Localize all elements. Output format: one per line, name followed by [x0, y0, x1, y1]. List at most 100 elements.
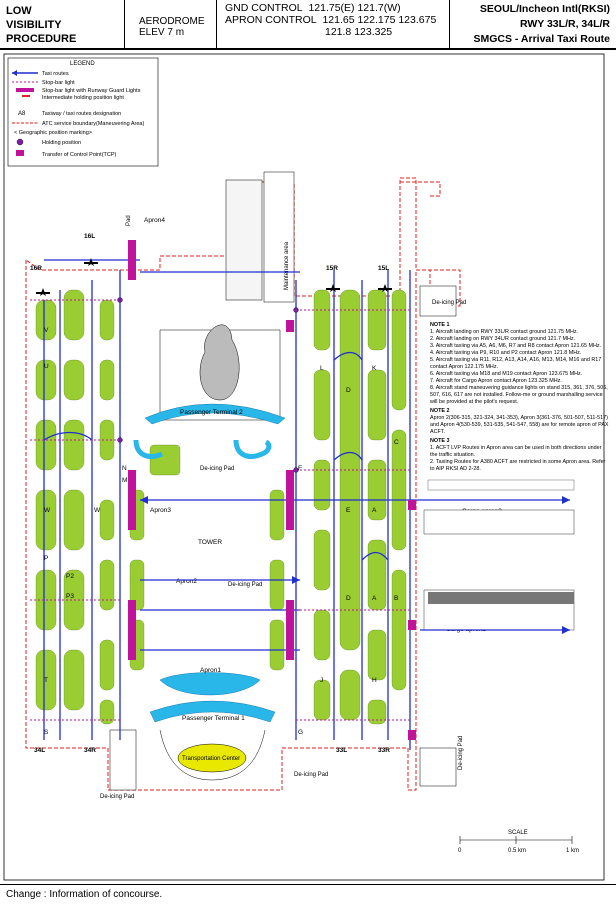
legend-holding-position: Holding position — [42, 140, 81, 146]
gnd-freqs: 121.75(E) 121.7(W) — [308, 2, 401, 14]
deicing-pad-se-label: De-icing Pad — [458, 736, 464, 770]
legend-stop-bar: Stop-bar light — [42, 80, 75, 86]
taxiway-designators: V U W W P P2 P3 T S N M F G L K J H C D … — [44, 327, 399, 736]
legend: LEGEND Taxi routes Stop-bar light Stop-b… — [7, 57, 159, 167]
twy-w2-label: W — [94, 507, 101, 514]
legend-taxi-routes: Taxi routes — [42, 71, 69, 77]
chart-identification: SEOUL/Incheon Intl(RKSI) RWY 33L/R, 34L/… — [450, 0, 616, 48]
twy-a-label: A — [372, 507, 377, 514]
procedure-line-2: VISIBILITY — [6, 19, 62, 31]
note3-item: 1. ACFT LVP Routes in Apron area can be … — [430, 445, 602, 458]
legend-title: LEGEND — [70, 61, 95, 67]
rwy-16r-label: 16R — [30, 265, 42, 272]
rwy-15l-label: 15L — [378, 265, 389, 272]
twy-g-label: G — [298, 729, 303, 736]
chart-header: LOW VISIBILITY PROCEDURE AERODROME ELEV … — [0, 0, 616, 50]
note1-item: 8. Aircraft stand maneuvering guidance l… — [430, 385, 608, 405]
note1-item: 4. Aircraft taxiing via P9, R10 and P2 c… — [430, 350, 582, 356]
tower-label: TOWER — [198, 539, 222, 546]
apron2-label: Apron2 — [176, 578, 197, 585]
tcp-markers — [128, 240, 416, 740]
note1-item: 6. Aircraft taxiing via M18 and M19 cont… — [430, 371, 583, 377]
twy-p-label: P — [44, 555, 48, 562]
twy-h-label: H — [372, 677, 377, 684]
legend-designation: Taxiway / taxi routes designation — [42, 111, 121, 117]
deicing-pad-ne — [419, 285, 457, 317]
change-note: Change : Information of concourse. — [6, 889, 163, 900]
terminal2-wing — [233, 439, 272, 459]
twy-w-label: W — [44, 507, 51, 514]
deicing-pad-se — [419, 747, 457, 787]
apron-freqs-2: 121.8 123.325 — [325, 26, 393, 38]
grass-areas-east — [313, 289, 407, 725]
twy-k-label: K — [372, 365, 377, 372]
twy-f-label: F — [298, 465, 302, 472]
header-divider — [0, 48, 616, 50]
route-arrows — [140, 496, 570, 634]
apron-label: APRON CONTROL — [225, 14, 317, 26]
twy-m-label: M — [122, 477, 127, 484]
notes-panel: NOTE 1 1. Aircraft landing on RWY 33L/R … — [430, 322, 610, 473]
runway-list: RWY 33L/R, 34L/R — [519, 18, 610, 30]
footer-divider — [0, 884, 616, 885]
deicing-pad-t2-label: De-icing Pad — [200, 466, 234, 472]
twy-l-label: L — [320, 365, 324, 372]
terminal1-concourse — [149, 700, 276, 723]
scale-tick-half: 0.5 km — [508, 848, 526, 854]
note1-item: 5. Aircraft taxiing via R11, R12, A13, A… — [430, 357, 602, 370]
apron3-label: Apron3 — [150, 507, 171, 514]
legend-designation-sample: A8 — [18, 111, 26, 117]
rwy-34l-label: 34L — [34, 747, 45, 754]
procedure-line-3: PROCEDURE — [6, 33, 77, 45]
transport-center-label: Transportation Center — [182, 756, 240, 762]
runway-designators: 16R 16L 15R 15L 34L 34R 33L 33R — [30, 233, 390, 754]
legend-stop-bar-rgl: Stop-bar light with Runway Guard Lights — [42, 88, 141, 94]
gnd-label: GND CONTROL — [225, 2, 303, 14]
twy-t-label: T — [44, 677, 48, 684]
twy-p3-label: P3 — [66, 593, 74, 600]
rwy-33r-label: 33R — [378, 747, 390, 754]
apron-freqs: 121.65 122.175 123.675 — [322, 14, 437, 26]
aerodrome-chart: LEGEND Taxi routes Stop-bar light Stop-b… — [3, 53, 605, 881]
twy-v-label: V — [44, 327, 49, 334]
stop-bar-lights — [30, 299, 410, 721]
chart-name: SMGCS - Arrival Taxi Route — [473, 33, 610, 45]
procedure-line-1: LOW — [6, 5, 32, 17]
deicing-pad-ne-label: De-icing Pad — [432, 300, 466, 306]
terminal2-concourse — [144, 403, 286, 425]
twy-c-label: C — [394, 439, 399, 446]
deicing-pad-sw — [109, 729, 137, 791]
chart-frame — [3, 53, 605, 881]
twy-j-label: J — [320, 677, 323, 684]
airport-name: SEOUL/Incheon Intl(RKSI) — [479, 3, 610, 15]
deicing-pad-sw-label: De-icing Pad — [100, 794, 134, 800]
atc-boundary — [25, 177, 461, 791]
twy-n-label: N — [122, 465, 127, 472]
deicing-pad-s-label: De-icing Pad — [294, 772, 328, 778]
twy-e-label: E — [346, 507, 351, 514]
note1-item: 3. Aircraft taxiing via A5, A6, M6, R7 a… — [430, 343, 602, 349]
procedure-title: LOW VISIBILITY PROCEDURE — [0, 0, 125, 48]
twy-d-label: D — [346, 387, 351, 394]
twy-d2-label: D — [346, 595, 351, 602]
maintenance-area-label: Maintenance area — [284, 241, 290, 290]
deicing-pad-center-label: De-icing Pad — [228, 582, 262, 588]
apron4-label: Apron4 — [144, 217, 165, 224]
note1-item: 1. Aircraft landing on RWY 33L/R contact… — [430, 329, 579, 335]
note1-item: 2. Aircraft landing on RWY 34L/R contact… — [430, 336, 576, 342]
note1-title: NOTE 1 — [430, 322, 450, 328]
scale-bar: SCALE 0 0.5 km 1 km — [458, 830, 579, 854]
rwy-33l-label: 33L — [336, 747, 347, 754]
twy-u-label: U — [44, 363, 49, 370]
terminal2-label: Passenger Terminal 2 — [180, 409, 243, 416]
twy-s-label: S — [44, 729, 49, 736]
note2-title: NOTE 2 — [430, 408, 450, 414]
holding-positions — [117, 297, 299, 473]
grass-areas-center — [129, 444, 285, 671]
note3-item: 2. Taxiing Routes for A380 ACFT are rest… — [430, 459, 606, 472]
legend-intermediate-holding: Intermediate holding position light — [42, 95, 124, 101]
cargo-buildings — [427, 479, 575, 604]
terminal2-central-building — [199, 324, 240, 401]
scale-title: SCALE — [508, 830, 528, 836]
legend-atc-boundary: ATC service boundary(Maneuvering Area) — [42, 121, 144, 127]
